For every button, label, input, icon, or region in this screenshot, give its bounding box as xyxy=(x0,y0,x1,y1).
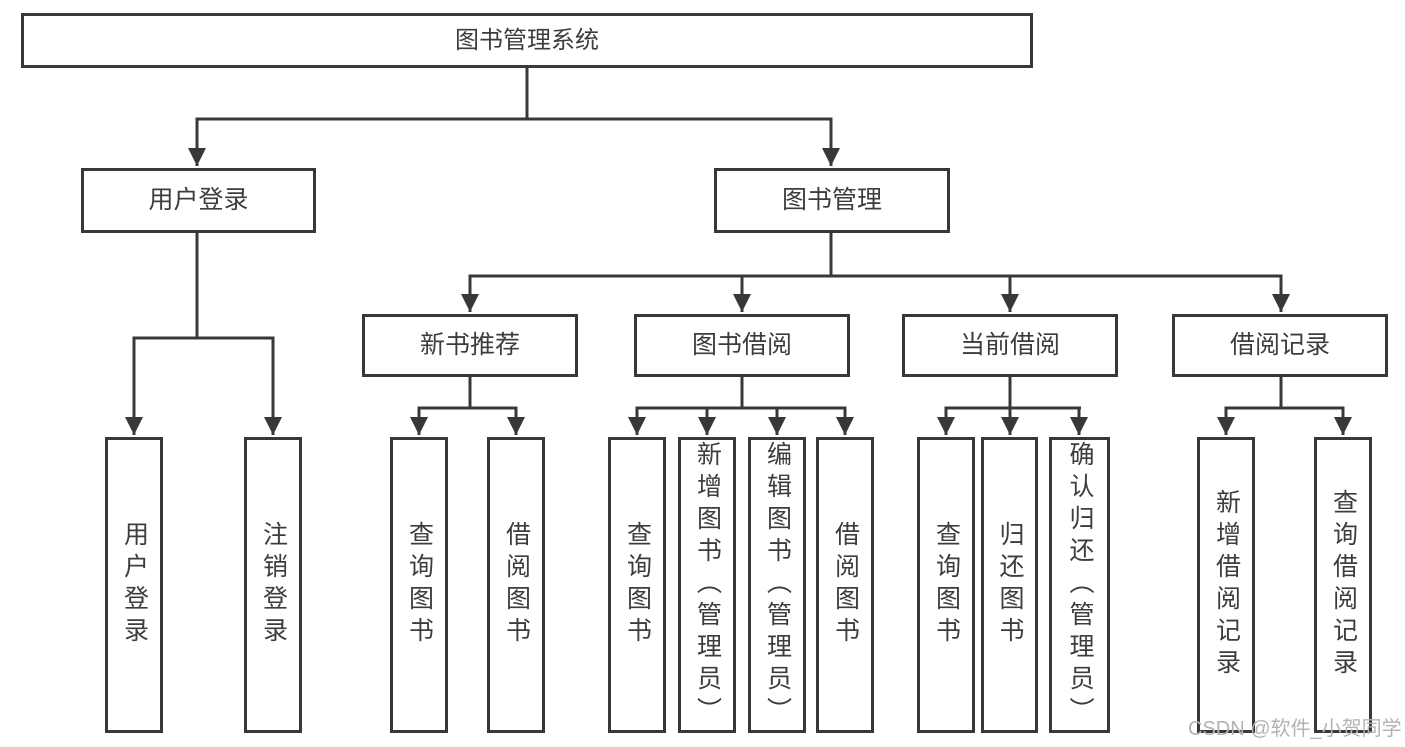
node-book-management: 图书管理 xyxy=(714,168,950,233)
node-book-borrowing: 图书借阅 xyxy=(634,314,850,377)
node-edit-book-admin: 编辑图书（管理员） xyxy=(748,437,806,733)
node-label: 注销登录 xyxy=(259,521,288,649)
node-new-book-recommendation: 新书推荐 xyxy=(362,314,578,377)
node-label: 确认归还（管理员） xyxy=(1066,441,1094,729)
node-borrow-books-leaf: 借阅图书 xyxy=(816,437,874,733)
node-library-management-system: 图书管理系统 xyxy=(21,13,1033,68)
node-current-borrowing: 当前借阅 xyxy=(902,314,1118,377)
node-query-borrow-record: 查询借阅记录 xyxy=(1314,437,1372,733)
node-label: 查询图书 xyxy=(623,521,652,649)
node-label: 查询图书 xyxy=(932,521,961,649)
node-confirm-return-admin: 确认归还（管理员） xyxy=(1049,437,1110,733)
node-label: 查询借阅记录 xyxy=(1329,489,1358,681)
node-query-books-borrow: 查询图书 xyxy=(608,437,666,733)
node-label: 编辑图书（管理员） xyxy=(763,441,792,729)
csdn-watermark: CSDN @软件_小贺同学 xyxy=(1188,718,1402,740)
node-label: 新增图书（管理员） xyxy=(693,441,722,729)
node-user-login: 用户登录 xyxy=(81,168,316,233)
node-logout: 注销登录 xyxy=(244,437,302,733)
node-return-book: 归还图书 xyxy=(981,437,1038,733)
node-label: 新增借阅记录 xyxy=(1212,489,1241,681)
node-label: 查询图书 xyxy=(405,521,434,649)
node-label: 借阅图书 xyxy=(831,521,860,649)
node-borrowing-records: 借阅记录 xyxy=(1172,314,1388,377)
node-user-login-leaf: 用户登录 xyxy=(105,437,163,733)
node-label: 归还图书 xyxy=(996,521,1024,649)
node-query-books-current: 查询图书 xyxy=(917,437,975,733)
node-add-book-admin: 新增图书（管理员） xyxy=(678,437,736,733)
node-query-books-recommend: 查询图书 xyxy=(390,437,448,733)
node-label: 用户登录 xyxy=(120,521,149,649)
node-add-borrow-record: 新增借阅记录 xyxy=(1197,437,1255,733)
node-label: 借阅图书 xyxy=(502,521,531,649)
node-borrow-books-recommend: 借阅图书 xyxy=(487,437,545,733)
